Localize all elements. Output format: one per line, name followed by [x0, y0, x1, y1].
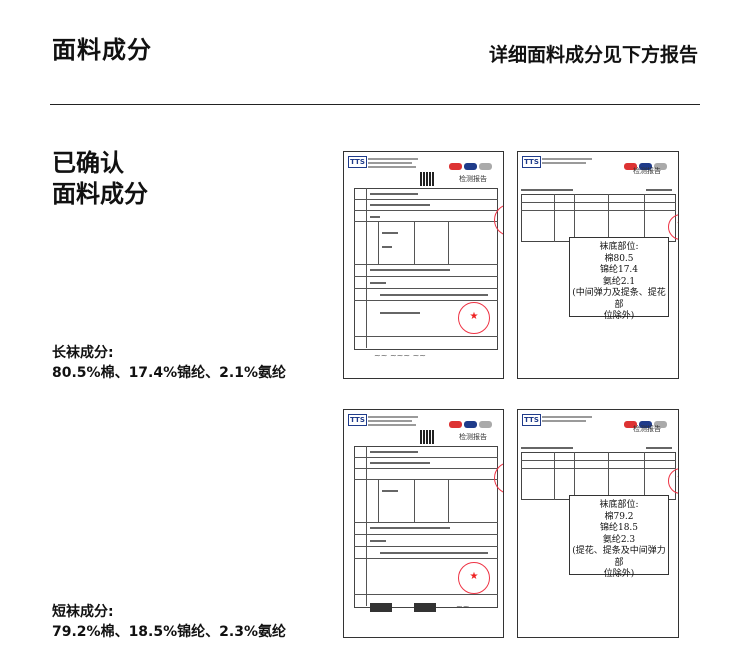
qr-code	[420, 430, 434, 444]
long-socks-label: 长袜成分:	[52, 345, 114, 361]
tts-logo: TTS	[522, 156, 541, 168]
header-note: 详细面料成分见下方报告	[488, 44, 698, 66]
report-table	[354, 188, 498, 350]
long-socks-callout: 袜底部位: 棉80.5 锦纶17.4 氨纶2.1 (中间弹力及提条、提花部 位除…	[569, 237, 669, 321]
redacted-signature	[370, 603, 392, 612]
confirm-heading: 已确认 面料成分	[52, 148, 148, 210]
tts-logo: TTS	[522, 414, 541, 426]
short-socks-callout: 袜底部位: 棉79.2 锦纶18.5 氨纶2.3 (提花、提条及中间弹力部 位除…	[569, 495, 669, 579]
page-title: 面料成分	[52, 36, 152, 64]
short-socks-composition: 短袜成分: 79.2%棉、18.5%锦纶、2.3%氨纶	[52, 602, 286, 642]
signature: ~~	[456, 602, 470, 611]
report-title: 检测报告	[633, 167, 661, 175]
redacted-signature	[414, 603, 436, 612]
long-socks-value: 80.5%棉、17.4%锦纶、2.1%氨纶	[52, 365, 286, 381]
official-stamp: ★	[458, 562, 490, 594]
qr-code	[420, 172, 434, 186]
confirm-line-1: 已确认	[52, 149, 124, 177]
accreditation-icons	[624, 413, 672, 428]
official-stamp: ★	[458, 302, 490, 334]
short-socks-label: 短袜成分:	[52, 604, 114, 620]
confirm-line-2: 面料成分	[52, 180, 148, 208]
accreditation-icons	[449, 413, 497, 428]
header-divider	[50, 104, 700, 105]
tts-logo: TTS	[348, 156, 367, 168]
report-title: 检测报告	[459, 433, 487, 441]
signature: ~~ ~~~ ~~	[374, 351, 427, 360]
long-socks-composition: 长袜成分: 80.5%棉、17.4%锦纶、2.1%氨纶	[52, 343, 286, 383]
tts-logo: TTS	[348, 414, 367, 426]
report-title: 检测报告	[459, 175, 487, 183]
report-title: 检测报告	[633, 425, 661, 433]
accreditation-icons	[624, 155, 672, 170]
short-socks-value: 79.2%棉、18.5%锦纶、2.3%氨纶	[52, 624, 286, 640]
report-long-page-1: TTS 检测报告 ★ ~~ ~~~ ~~	[343, 151, 504, 379]
accreditation-icons	[449, 155, 497, 170]
report-short-page-1: TTS 检测报告 ★ ~~	[343, 409, 504, 638]
